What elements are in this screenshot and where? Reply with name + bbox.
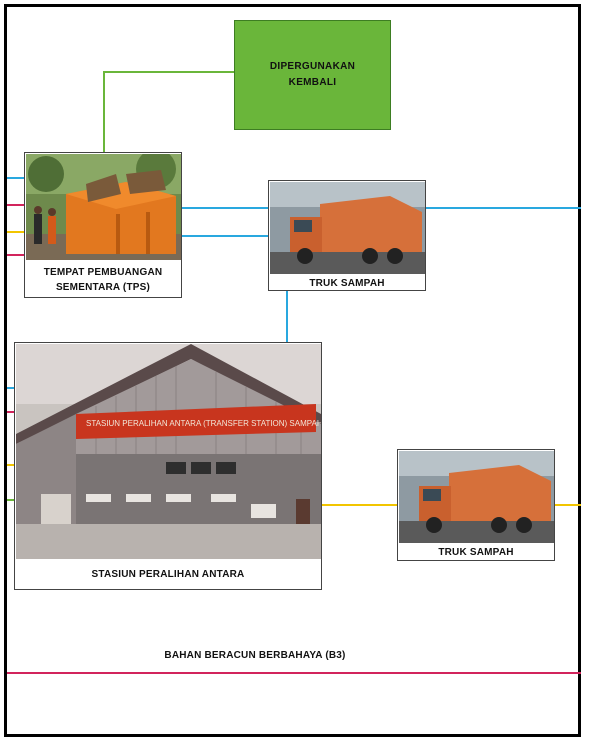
truck-bottom-card: TRUK SAMPAH	[397, 449, 555, 561]
svg-text:STASIUN PERALIHAN ANTARA (TRAN: STASIUN PERALIHAN ANTARA (TRANSFER STATI…	[86, 419, 321, 428]
hazard-label: BAHAN BERACUN BERBAHAYA (B3)	[164, 650, 346, 661]
tps-label: TEMPAT PEMBUANGAN SEMENTARA (TPS)	[43, 267, 163, 293]
truck-top-label: TRUK SAMPAH	[309, 278, 385, 289]
transfer-station-card: STASIUN PERALIHAN ANTARA (TRANSFER STATI…	[14, 342, 322, 590]
reuse-label: DIPERGUNAKAN KEMBALI	[269, 61, 356, 88]
transfer-station-label: STASIUN PERALIHAN ANTARA	[91, 569, 245, 580]
tps-card: TEMPAT PEMBUANGAN SEMENTARA (TPS)	[24, 152, 182, 298]
tps-photo	[26, 154, 181, 260]
reuse-box: DIPERGUNAKAN KEMBALI	[234, 20, 391, 130]
truck-top-photo	[270, 182, 425, 274]
transfer-station-photo: STASIUN PERALIHAN ANTARA (TRANSFER STATI…	[16, 344, 321, 559]
reuse-connector	[103, 71, 234, 152]
truck-bottom-photo	[399, 451, 554, 543]
truck-top-card: TRUK SAMPAH	[268, 180, 426, 291]
truck-bottom-label: TRUK SAMPAH	[438, 547, 514, 558]
